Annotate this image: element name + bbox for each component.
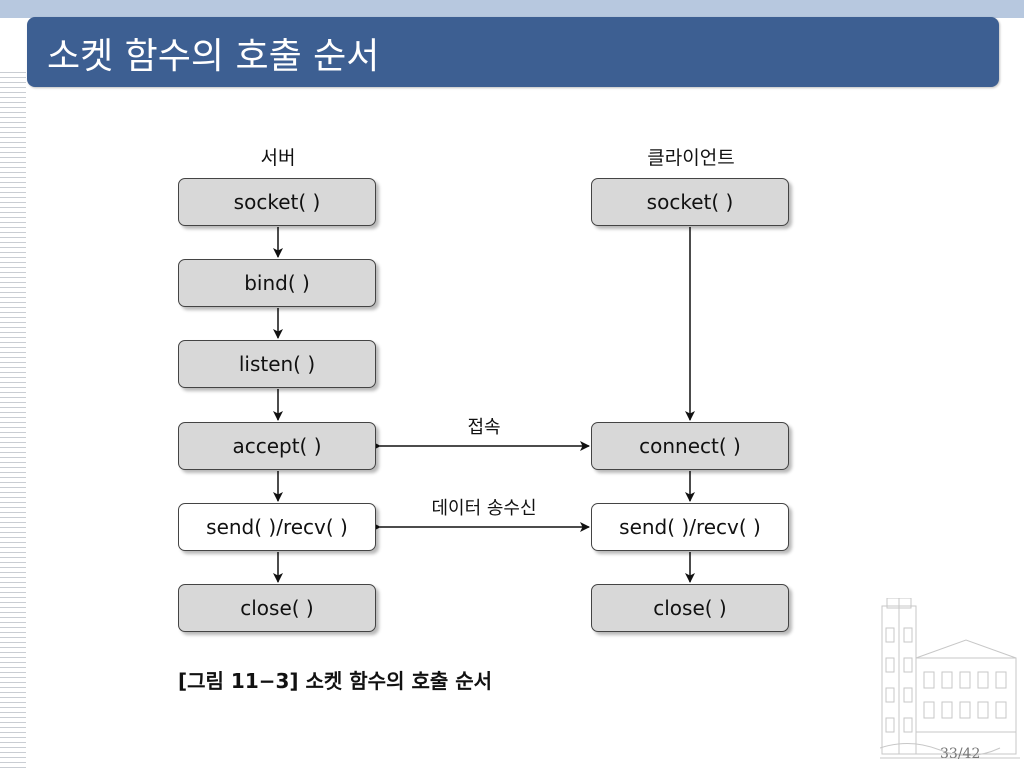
page-number: 33/42: [940, 746, 981, 762]
connect-label: 접속: [467, 417, 501, 438]
slide-title: 소켓 함수의 호출 순서: [47, 36, 380, 77]
building-sketch-icon: [880, 598, 1020, 759]
server-listen-box: listen( ): [178, 340, 376, 388]
server-close-box: close( ): [178, 584, 376, 632]
client-send-recv-box: send( )/recv( ): [591, 503, 789, 551]
title-bar: 소켓 함수의 호출 순서: [27, 17, 999, 87]
client-label: 클라이언트: [647, 147, 735, 169]
figure-caption: [그림 11−3] 소켓 함수의 호출 순서: [178, 669, 493, 693]
data-exchange-label: 데이터 송수신: [431, 498, 537, 519]
server-label: 서버: [260, 147, 296, 169]
server-accept-box: accept( ): [178, 422, 376, 470]
server-bind-box: bind( ): [178, 259, 376, 307]
server-socket-box: socket( ): [178, 178, 376, 226]
server-send-recv-box: send( )/recv( ): [178, 503, 376, 551]
top-band: [0, 0, 1024, 18]
client-socket-box: socket( ): [591, 178, 789, 226]
client-close-box: close( ): [591, 584, 789, 632]
client-connect-box: connect( ): [591, 422, 789, 470]
left-stripes: [0, 72, 26, 768]
